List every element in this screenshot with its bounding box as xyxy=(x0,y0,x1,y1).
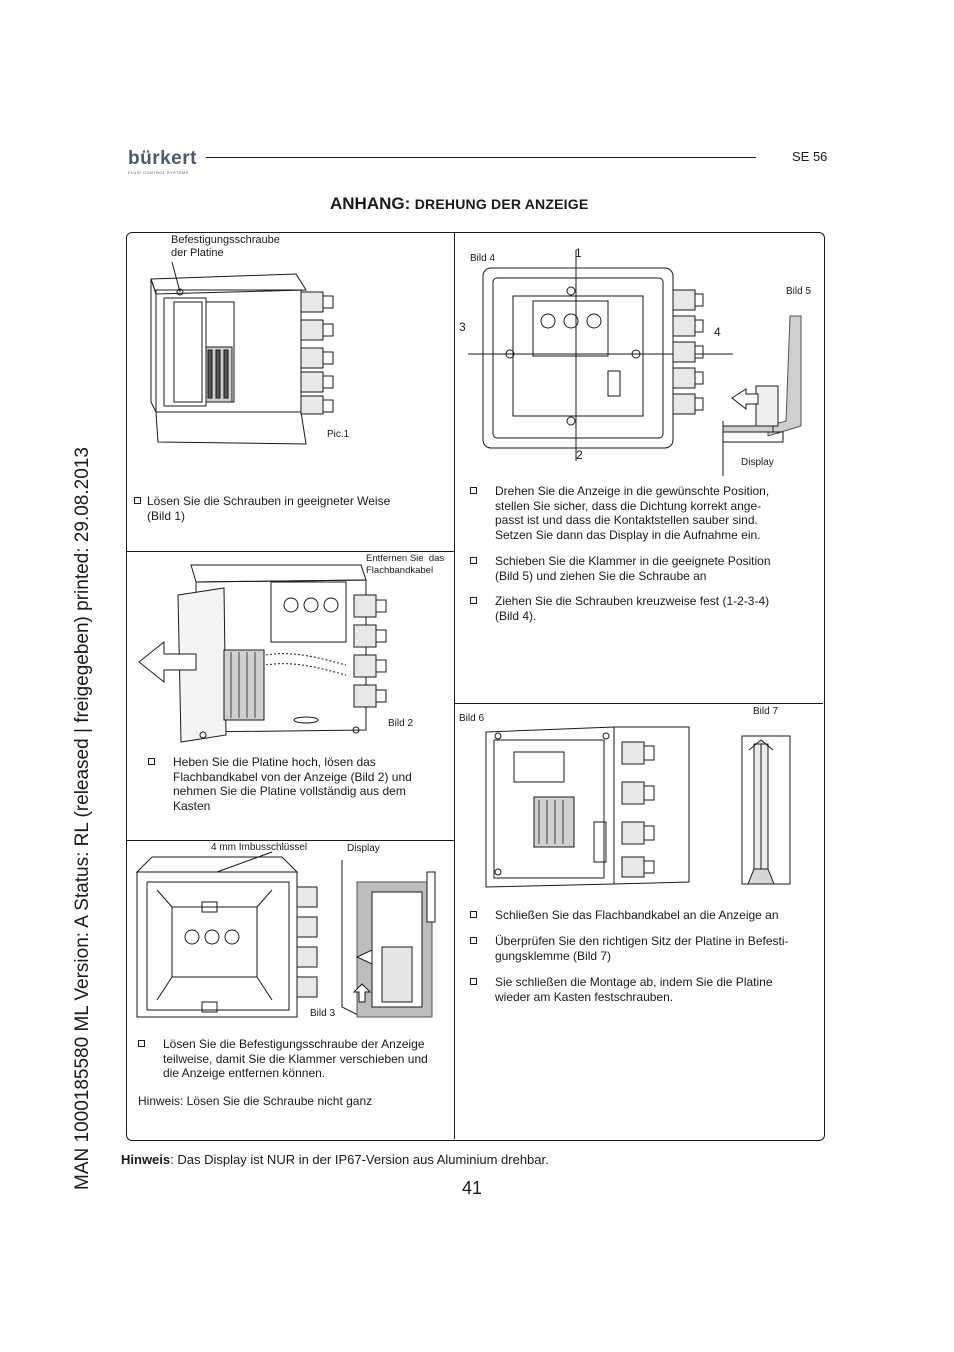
bild6-bullet-1: Schließen Sie das Flachbandkabel an die … xyxy=(470,908,810,923)
bild6-caption: Bild 6 xyxy=(459,713,485,724)
title-sub: DREHUNG DER ANZEIGE xyxy=(414,196,589,212)
burkert-logo: bürkert FLUID CONTROL SYSTEMS xyxy=(128,148,198,178)
document-status-vertical: MAN 1000185580 ML Version: A Status: RL … xyxy=(72,447,93,1190)
bild5-display-label: Display xyxy=(741,457,774,468)
bild5-caption: Bild 5 xyxy=(786,286,812,297)
bild4-marker-2: 2 xyxy=(576,448,583,462)
checkbox-bullet-icon xyxy=(138,1040,145,1047)
page-number: 41 xyxy=(462,1178,483,1198)
bild4-marker-1: 1 xyxy=(575,246,582,260)
bild2-caption: Bild 2 xyxy=(388,718,414,729)
pic1-illustration xyxy=(146,262,346,452)
bild4-bullet-2: Schieben Sie die Klammer in die geeignet… xyxy=(470,554,810,583)
checkbox-bullet-icon xyxy=(470,911,477,918)
footnote: Hinweis: Das Display ist NUR in der IP67… xyxy=(121,1152,549,1167)
bild3-key-label: 4 mm Imbusschlüssel xyxy=(211,842,308,853)
bild4-marker-3: 3 xyxy=(459,320,466,334)
row-divider-left-2 xyxy=(126,840,455,841)
section-title: ANHANG: DREHUNG DER ANZEIGE xyxy=(330,194,588,214)
footnote-bold: Hinweis xyxy=(121,1152,171,1167)
pic1-caption: Pic.1 xyxy=(327,429,350,440)
bild2-bullet: Heben Sie die Platine hoch, lösen das Fl… xyxy=(148,755,448,813)
checkbox-bullet-icon xyxy=(470,557,477,564)
pic1-screw-label: Befestigungsschraube der Platine xyxy=(171,234,280,259)
row-divider-right-1 xyxy=(454,703,823,704)
checkbox-bullet-icon xyxy=(134,497,141,504)
brand-tagline: FLUID CONTROL SYSTEMS xyxy=(128,170,189,175)
bild3-hint: Hinweis: Lösen Sie die Schraube nicht ga… xyxy=(138,1094,373,1108)
bild2-illustration xyxy=(136,560,406,745)
bild7-caption: Bild 7 xyxy=(753,706,779,717)
header-rule xyxy=(206,157,756,158)
bild3-caption: Bild 3 xyxy=(310,1008,336,1019)
footnote-text: : Das Display ist NUR in der IP67-Versio… xyxy=(170,1152,549,1167)
bild4-bullet-1: Drehen Sie die Anzeige in die gewünschte… xyxy=(470,484,810,542)
checkbox-bullet-icon xyxy=(470,597,477,604)
row-divider-left-1 xyxy=(126,551,455,552)
checkbox-bullet-icon xyxy=(470,487,477,494)
bild3-illustration xyxy=(132,852,442,1032)
brand-name: bürkert xyxy=(128,148,197,169)
bild6-bullet-2: Überprüfen Sie den richtigen Sitz der Pl… xyxy=(470,934,810,963)
checkbox-bullet-icon xyxy=(470,937,477,944)
document-code: SE 56 xyxy=(792,149,828,164)
instruction-frame xyxy=(126,232,825,1141)
bild6-bullet-3: Sie schließen die Montage ab, indem Sie … xyxy=(470,975,810,1004)
bild3-bullet: Lösen Sie die Befestigungsschraube der A… xyxy=(138,1037,448,1081)
bild4-marker-4: 4 xyxy=(714,325,721,339)
checkbox-bullet-icon xyxy=(470,978,477,985)
bild4-bullet-3: Ziehen Sie die Schrauben kreuzweise fest… xyxy=(470,594,810,623)
column-divider xyxy=(454,232,455,1139)
pic1-bullet: Lösen Sie die Schrauben in geeigneter We… xyxy=(134,494,434,523)
bild4-illustration xyxy=(468,246,823,471)
bild4-caption: Bild 4 xyxy=(470,253,496,264)
bild6-illustration xyxy=(484,722,794,892)
title-main: ANHANG: xyxy=(330,194,411,213)
checkbox-bullet-icon xyxy=(148,758,155,765)
bild3-display-label: Display xyxy=(347,843,380,854)
bild2-cable-label: Entfernen Sie das Flachbandkabel xyxy=(366,553,445,576)
